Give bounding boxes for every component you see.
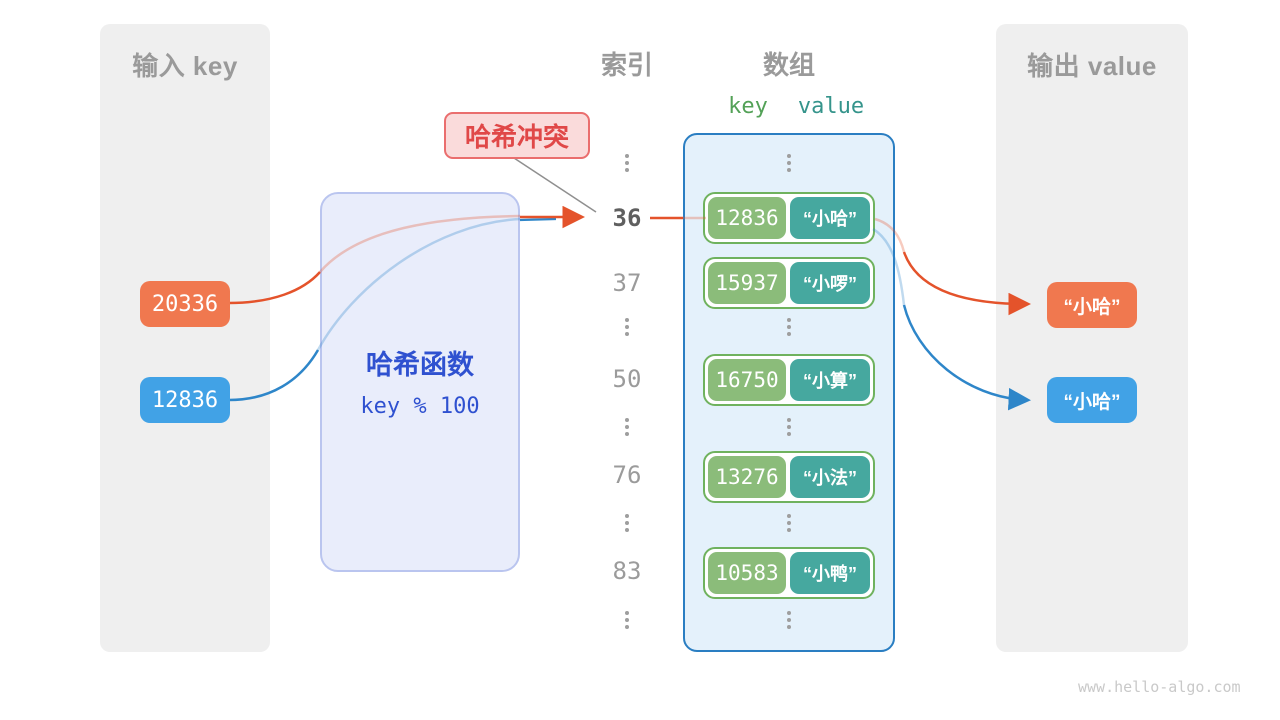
ellipsis-dots bbox=[787, 318, 791, 336]
pair-key: 13276 bbox=[708, 456, 786, 498]
index-value-50: 50 bbox=[612, 365, 642, 393]
pair-value: “小算” bbox=[790, 359, 870, 401]
ellipsis-dots bbox=[787, 611, 791, 629]
collision-callout: 哈希冲突 bbox=[444, 112, 590, 159]
line-blue-under-arrow bbox=[519, 217, 557, 222]
pair-value: “小法” bbox=[790, 456, 870, 498]
hash-function-box bbox=[320, 192, 520, 572]
ellipsis-dots bbox=[787, 154, 791, 172]
output-value-1: “小哈” bbox=[1047, 282, 1137, 328]
index-column-header: 索引 bbox=[600, 50, 653, 80]
pair-key: 10583 bbox=[708, 552, 786, 594]
index-value-76: 76 bbox=[612, 461, 642, 489]
ellipsis-dots bbox=[625, 318, 629, 336]
array-pair-row: 12836 “小哈” bbox=[703, 192, 875, 244]
array-key-header: key bbox=[728, 94, 768, 119]
array-value-header: value bbox=[797, 94, 865, 119]
ellipsis-dots bbox=[625, 418, 629, 436]
input-panel-title: 输入 key bbox=[132, 51, 238, 81]
array-pair-row: 16750 “小算” bbox=[703, 354, 875, 406]
pair-key: 16750 bbox=[708, 359, 786, 401]
output-panel-title: 输出 value bbox=[1027, 51, 1157, 81]
output-panel bbox=[996, 24, 1188, 652]
array-pair-row: 10583 “小鸭” bbox=[703, 547, 875, 599]
site-watermark: www.hello-algo.com bbox=[1078, 678, 1241, 696]
array-pair-row: 13276 “小法” bbox=[703, 451, 875, 503]
input-panel bbox=[100, 24, 270, 652]
pair-value: “小鸭” bbox=[790, 552, 870, 594]
input-key-12836: 12836 bbox=[140, 377, 230, 423]
ellipsis-dots bbox=[625, 611, 629, 629]
ellipsis-dots bbox=[787, 514, 791, 532]
hash-function-title: 哈希函数 bbox=[366, 350, 474, 380]
index-value-36: 36 bbox=[612, 204, 642, 232]
pair-key: 12836 bbox=[708, 197, 786, 239]
array-column-header: 数组 bbox=[762, 50, 815, 80]
ellipsis-dots bbox=[787, 418, 791, 436]
array-pair-row: 15937 “小啰” bbox=[703, 257, 875, 309]
pair-key: 15937 bbox=[708, 262, 786, 304]
ellipsis-dots bbox=[625, 154, 629, 172]
hash-function-formula: key % 100 bbox=[360, 394, 480, 419]
index-value-83: 83 bbox=[612, 557, 642, 585]
input-key-20336: 20336 bbox=[140, 281, 230, 327]
pair-value: “小啰” bbox=[790, 262, 870, 304]
index-value-37: 37 bbox=[612, 269, 642, 297]
pair-value: “小哈” bbox=[790, 197, 870, 239]
collision-pointer-line bbox=[513, 157, 597, 213]
ellipsis-dots bbox=[625, 514, 629, 532]
output-value-2: “小哈” bbox=[1047, 377, 1137, 423]
